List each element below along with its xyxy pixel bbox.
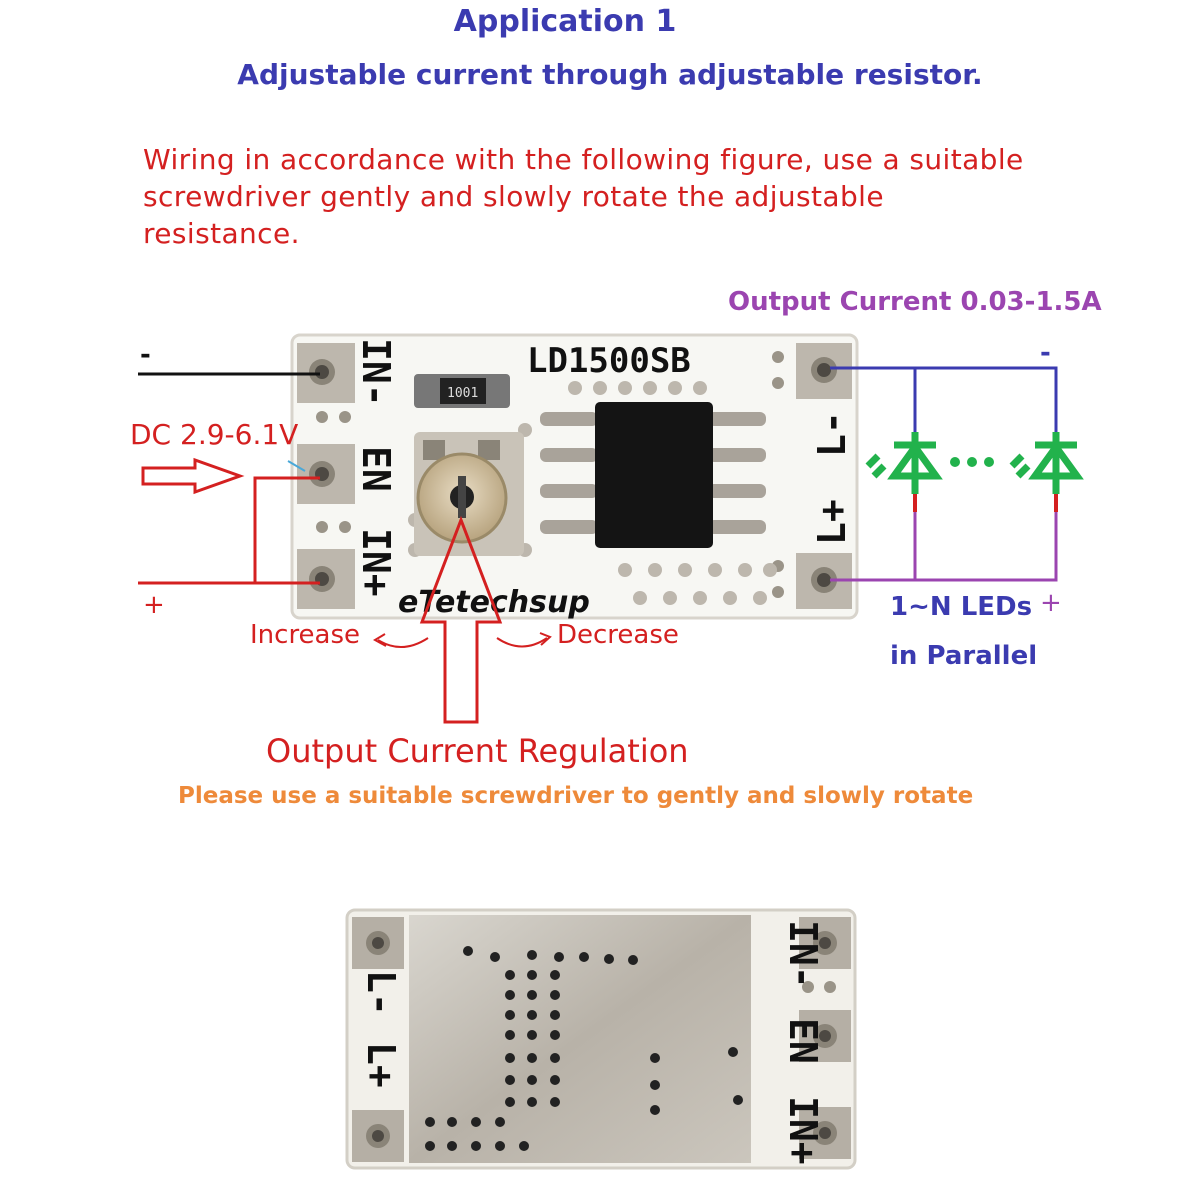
instruction-line-3: resistance. [143,217,300,250]
instruction-line-2: screwdriver gently and slowly rotate the… [143,180,884,213]
bottom-via-grid [425,946,743,1151]
bottom-pin-label-l-plus: L+ [359,1042,403,1088]
output-current-label: Output Current 0.03-1.5A [728,287,1102,317]
page-subtitle: Adjustable current through adjustable re… [237,58,983,91]
bottom-board: IN- EN IN+ L- L+ [345,908,857,1170]
decrease-label: Decrease [557,620,679,650]
regulation-label: Output Current Regulation [266,732,689,770]
input-pads [297,343,355,609]
output-minus-wire [830,366,1058,438]
page-title: Application 1 [453,4,677,39]
bottom-pin-labels: IN- EN IN+ [781,920,825,1165]
output-wiring [830,366,1084,582]
output-plus-label: + [1040,588,1062,618]
bottom-led-pin-labels: L- L+ [359,970,403,1088]
pin-label-l-minus: L- [810,411,854,457]
resistor-code: 1001 [447,386,478,401]
bottom-pin-label-in-minus: IN- [781,920,825,989]
ic-chip [540,402,766,548]
increase-label: Increase [250,620,361,650]
pin-label-en: EN [354,446,398,492]
instruction-line-1: Wiring in accordance with the following … [143,143,1024,176]
decrease-curve [496,637,548,648]
bottom-pin-label-l-minus: L- [359,970,403,1016]
output-minus-label: - [1040,338,1051,368]
increase-curve [377,637,429,648]
led-ellipsis [950,457,994,467]
output-plus-wire [830,512,1058,582]
enable-wire [253,476,320,583]
input-voltage-label: DC 2.9-6.1V [130,418,299,451]
bottom-pin-label-in-plus: IN+ [781,1096,825,1165]
pin-label-in-minus: IN- [354,338,398,407]
top-pin-labels: IN- EN IN+ [354,338,398,597]
leds-label-line-2: in Parallel [890,641,1038,671]
input-minus-label: - [140,340,151,370]
input-wiring [138,372,320,585]
led-1 [865,432,943,494]
pin-label-in-plus: IN+ [354,528,398,597]
regulation-arrow [419,515,503,724]
regulation-arrows [372,515,552,724]
input-arrow [141,457,245,495]
pin-label-l-plus: L+ [810,499,854,545]
potentiometer [414,432,524,556]
screwdriver-note: Please use a suitable screwdriver to gen… [178,783,974,809]
board-model: LD1500SB [527,341,691,381]
top-board: IN- EN IN+ L- L+ LD1500SB 1001 [290,333,859,620]
input-plus-label: + [143,590,165,620]
bottom-pin-label-en: EN [781,1018,825,1064]
top-led-pin-labels: L- L+ [810,411,854,545]
led-n [1009,432,1084,494]
leds-label-line-1: 1~N LEDs [890,592,1033,622]
